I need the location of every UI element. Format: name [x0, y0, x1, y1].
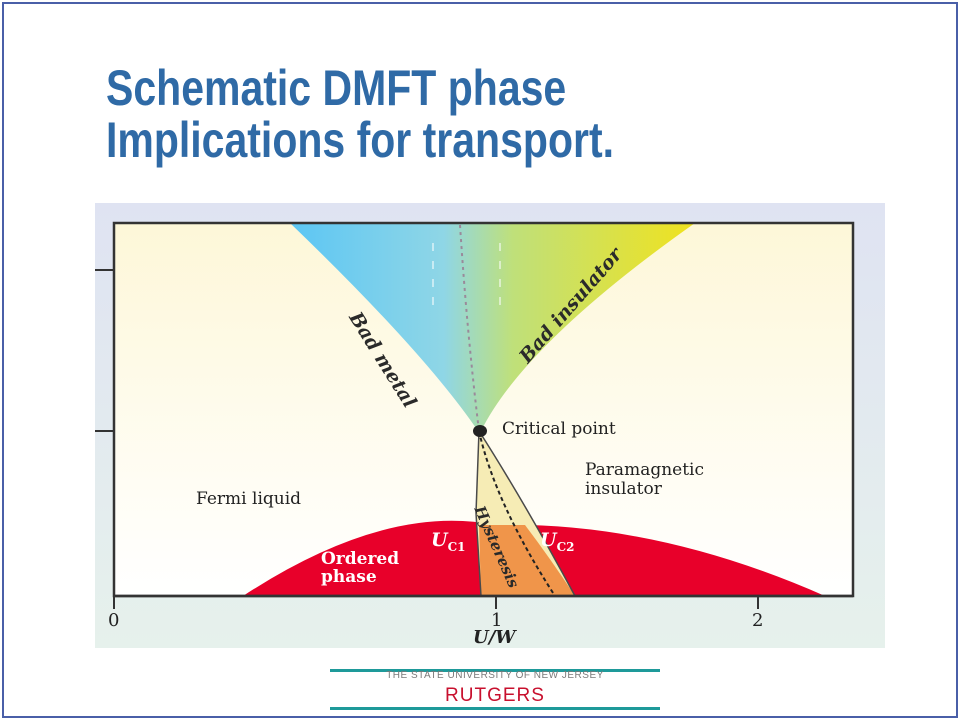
fermi-liquid-label: Fermi liquid [196, 489, 302, 509]
crossover-fan [290, 223, 695, 431]
critical-point-label: Critical point [502, 419, 616, 439]
paramagnetic-insulator-line2: insulator [585, 479, 662, 499]
footer-university: THE STATE UNIVERSITY OF NEW JERSEY [386, 670, 604, 681]
hysteresis-region [479, 525, 575, 596]
uc1-main: U [431, 529, 448, 551]
title-line-1: Schematic DMFT phase [106, 60, 567, 116]
paramagnetic-insulator-line1: Paramagnetic [585, 460, 705, 480]
x-axis-label: U/W [473, 627, 516, 648]
uc1-line [475, 430, 482, 597]
phase-diagram: Bad metal Bad insulator Critical point P… [95, 203, 885, 648]
x-tick-label-0: 0 [108, 610, 120, 631]
critical-point-marker [473, 425, 487, 437]
uc2-main: U [540, 529, 557, 551]
uc1-sub: C1 [447, 539, 466, 554]
uc2-label: UC2 [540, 529, 574, 554]
x-tick-label-2: 2 [752, 610, 764, 631]
footer-rule-top [330, 669, 660, 672]
uc2-sub: C2 [556, 539, 575, 554]
paramagnetic-insulator-label: Paramagnetic insulator [585, 461, 704, 499]
phase-diagram-graphic [95, 203, 885, 648]
x-tick-label-1: 1 [491, 610, 503, 631]
uc1-label: UC1 [431, 529, 465, 554]
ordered-phase-line2: phase [321, 567, 377, 587]
footer-rule-bottom [330, 707, 660, 710]
ordered-phase-line1: Ordered [321, 549, 400, 569]
title-line-2: Implications for transport. [106, 112, 615, 168]
footer-logo-text: RUTGERS [445, 685, 545, 706]
uc2-line [478, 430, 576, 597]
ordered-phase-label: Ordered phase [321, 550, 399, 586]
slide-title: Schematic DMFT phase Implications for tr… [106, 62, 614, 166]
crossover-line [459, 224, 480, 432]
first-order-line [478, 430, 556, 597]
